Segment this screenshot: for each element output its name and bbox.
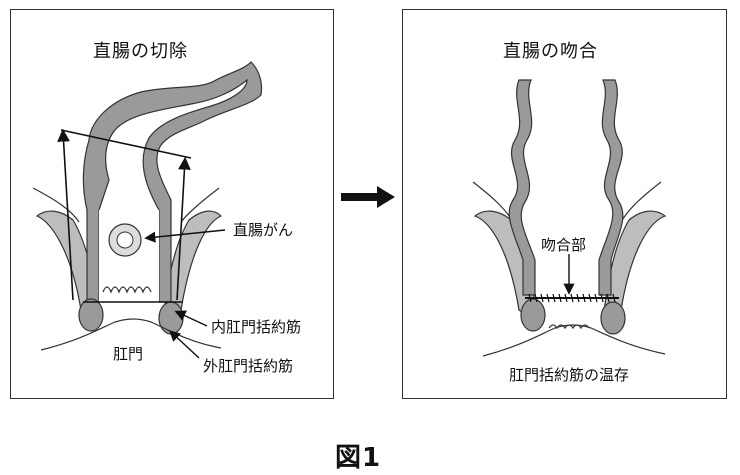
colon-wall [82, 61, 263, 303]
label-sphincter-preservation: 肛門括約筋の温存 [509, 366, 630, 384]
resection-arrow-left [57, 128, 74, 301]
right-arrow-icon [341, 186, 395, 208]
label-anastomosis: 吻合部 [541, 236, 587, 254]
pointer-internal-sphincter [174, 310, 208, 327]
label-internal-sphincter: 内肛門括約筋 [211, 318, 302, 336]
pointer-external-sphincter [168, 330, 200, 359]
internal-sphincter-left [78, 298, 104, 332]
panel-rectal-anastomosis: 直腸の吻合 [402, 9, 727, 399]
colon-wall-right [598, 79, 624, 296]
rectum-resection-illustration [32, 61, 263, 359]
panel-title: 直腸の吻合 [503, 41, 598, 62]
staple-marks [528, 293, 616, 303]
rectum-anastomosis-illustration [472, 79, 667, 357]
pelvic-line-left [32, 187, 80, 223]
pelvic-line-right [180, 187, 220, 223]
resection-arrow-right [176, 156, 191, 301]
buttock-outline [482, 324, 666, 357]
label-anus: 肛門 [113, 345, 144, 363]
label-external-sphincter: 外肛門括約筋 [203, 357, 294, 375]
resection-line-top [60, 129, 192, 159]
internal-sphincter-left [520, 298, 546, 332]
pointer-cancer [144, 229, 226, 243]
panel-title: 直腸の切除 [93, 41, 188, 62]
internal-sphincter-right [158, 301, 184, 335]
anal-folds [102, 286, 152, 294]
panel-rectal-resection: 直腸の切除 [10, 9, 334, 399]
internal-sphincter-right [600, 301, 626, 335]
label-rectal-cancer: 直腸がん [233, 221, 294, 239]
figure-label: 図1 [335, 443, 382, 473]
